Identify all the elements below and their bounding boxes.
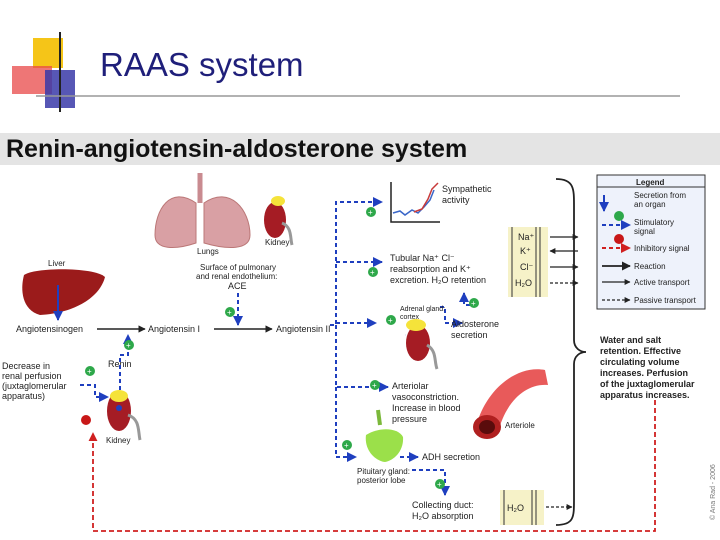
ion-transport-box [508,227,579,297]
outcome-line-2: retention. Effective [600,346,681,356]
adrenal-label-2: cortex [400,314,420,321]
svg-text:+: + [388,316,393,325]
liver-illustration [22,269,105,315]
adrenal-label-1: Adrenal gland: [400,306,445,313]
legend-box [596,174,706,310]
ion-k-label: K⁺ [520,246,531,256]
sympathetic-activity-graph [390,182,440,223]
banner-title: Renin-angiotensin-aldosterone system [6,135,468,163]
svg-text:+: + [227,308,232,317]
decrease-label-2: renal perfusion [2,371,62,381]
svg-text:+: + [437,480,442,489]
lungs-label: Lungs [197,247,219,256]
outcome-line-4: increases. Perfusion [600,368,688,378]
raas-diagram: Lungs Kidney Surface of pulmonary and re… [2,173,717,532]
pituitary-label-1: Pituitary gland: [357,467,410,476]
outcome-line-6: apparatus increases. [600,390,690,400]
surface-label-2: and renal endothelium: [196,272,277,281]
kidney-top-label: Kidney [265,238,289,247]
aldosterone-label-2: secretion [451,330,488,340]
copyright-label: © Ana Rad - 2006 [709,464,717,520]
slide-title: RAAS system [100,46,304,83]
svg-text:+: + [372,381,377,390]
stimulatory-signal-icon: + [85,366,95,376]
sympathetic-label-1: Sympathetic [442,184,492,194]
stimulatory-signal-icon: + [124,340,134,350]
svg-text:+: + [126,341,131,350]
legend-stimulatory-1: Stimulatory [634,218,674,227]
surface-label-1: Surface of pulmonary [200,263,276,272]
svg-text:+: + [370,268,375,277]
legend-secretion-1: Secretion from [634,191,686,200]
legend-active: Active transport [634,278,690,287]
collecting-duct-box [500,490,573,525]
outcome-line-1: Water and salt [600,335,661,345]
stimulatory-signal-icon: + [366,207,376,217]
aldosterone-label-1: Aldosterone [451,319,499,329]
adh-label: ADH secretion [422,452,480,462]
tubular-label-3: excretion. H₂O retention [390,275,486,285]
arteriole-label: Arteriole [505,421,535,430]
renin-label: Renin [108,359,132,369]
angiotensin1-label: Angiotensin I [148,324,200,334]
decrease-label-1: Decrease in [2,361,50,371]
svg-text:+: + [87,367,92,376]
tubular-label-1: Tubular Na⁺ Cl⁻ [390,253,455,263]
angiotensinogen-label: Angiotensinogen [16,324,83,334]
angiotensin2-label: Angiotensin II [276,324,331,334]
stimulatory-signal-icon: + [386,315,396,325]
arteriolar-label-3: Increase in blood [392,403,461,413]
inhibitory-signal-icon [81,415,91,425]
liver-label: Liver [48,259,66,268]
svg-text:+: + [471,299,476,308]
stimulatory-signal-icon: + [342,440,352,450]
outcome-line-5: of the juxtaglomerular [600,379,695,389]
kidney-bottom-illustration [107,390,142,441]
stimulatory-signal-icon: + [435,479,445,489]
legend-title: Legend [636,178,665,187]
outcome-bracket [555,178,587,526]
collecting-label-1: Collecting duct: [412,500,474,510]
arteriole-illustration [473,369,548,439]
ion-cl-label: Cl⁻ [520,262,533,272]
ace-label: ACE [228,281,247,291]
arteriolar-label-4: pressure [392,414,427,424]
legend-inhibitory: Inhibitory signal [634,244,690,253]
h2o-box-label: H₂O [507,503,524,513]
stimulatory-signal-icon: + [370,380,380,390]
pituitary-label-2: posterior lobe [357,476,406,485]
outcome-line-3: circulating volume [600,357,680,367]
kidney-bottom-label: Kidney [106,436,130,445]
arteriolar-label-2: vasoconstriction. [392,392,459,402]
decrease-label-3: (juxtaglomerular [2,381,67,391]
deco-yellow-square [33,38,63,68]
sympathetic-label-2: activity [442,195,470,205]
stimulatory-signal-icon: + [225,307,235,317]
legend-secretion-2: an organ [634,200,666,209]
header-decoration [12,32,680,112]
tubular-label-2: reabsorption and K⁺ [390,264,471,274]
pituitary-gland-illustration [365,409,404,462]
decrease-label-4: apparatus) [2,391,45,401]
collecting-label-2: H₂O absorption [412,511,474,521]
svg-text:+: + [368,208,373,217]
legend-reaction: Reaction [634,262,666,271]
title-banner [0,133,720,165]
lungs-illustration [154,173,251,248]
inhibitory-feedback-arrow [88,400,656,532]
stimulatory-signal-icon: + [368,267,378,277]
svg-text:+: + [344,441,349,450]
kidney-top-illustration [264,196,294,246]
legend-stimulatory-2: signal [634,227,655,236]
stimulatory-signal-icon: + [469,298,479,308]
arteriolar-label-1: Arteriolar [392,381,429,391]
adrenal-gland-illustration [406,319,439,370]
ion-na-label: Na⁺ [518,232,535,242]
legend-passive: Passive transport [634,296,697,305]
ion-h2o-label: H₂O [515,278,532,288]
